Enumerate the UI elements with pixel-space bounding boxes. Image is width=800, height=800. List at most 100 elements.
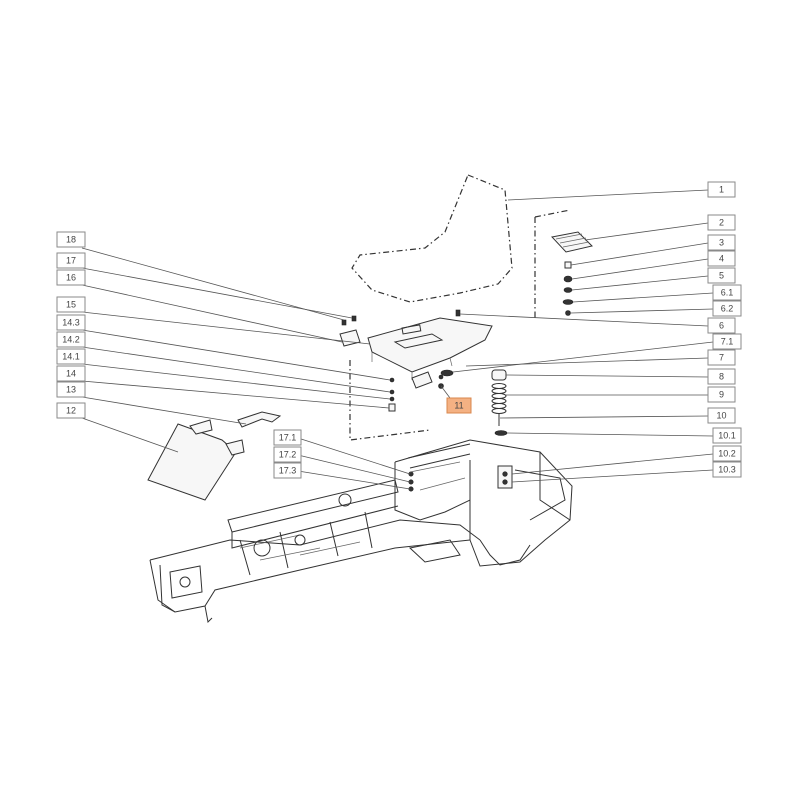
callout-text: 14.3 — [62, 317, 80, 327]
callout-text: 5 — [719, 270, 724, 280]
part-strap — [237, 411, 282, 428]
part-mud-flap-tab — [225, 439, 245, 456]
callout-label-14[interactable]: 14 — [56, 365, 86, 382]
callout-text: 7 — [719, 352, 724, 362]
callout-text: 4 — [719, 253, 724, 263]
leader-line-10-2 — [511, 453, 714, 475]
parts-illustration — [147, 174, 593, 624]
part-hinge-bracket — [339, 329, 361, 347]
callout-text: 10.3 — [718, 464, 736, 474]
part-pin — [438, 374, 444, 380]
callout-label-17-2[interactable]: 17.2 — [273, 446, 302, 463]
part-washer-small — [389, 389, 395, 395]
callout-label-10[interactable]: 10 — [707, 407, 736, 424]
part-bolt-14 — [388, 403, 396, 412]
callout-label-2[interactable]: 2 — [707, 214, 736, 231]
callout-label-6-1[interactable]: 6.1 — [712, 284, 742, 301]
callout-label-15[interactable]: 15 — [56, 296, 86, 313]
leader-line-5 — [571, 275, 709, 291]
callout-label-10-2[interactable]: 10.2 — [712, 445, 742, 462]
callout-text: 10.2 — [718, 448, 736, 458]
callout-text: 13 — [66, 384, 76, 394]
callout-label-8[interactable]: 8 — [707, 368, 736, 385]
part-seat-plate-slot — [393, 333, 444, 349]
leader-line-10-1 — [506, 432, 714, 437]
part-pivot-bracket — [411, 371, 433, 389]
callout-label-5[interactable]: 5 — [707, 267, 736, 284]
callout-label-3[interactable]: 3 — [707, 234, 736, 251]
part-chassis-frame — [149, 439, 573, 624]
callout-label-17-3[interactable]: 17.3 — [273, 462, 302, 479]
callout-label-9[interactable]: 9 — [707, 386, 736, 403]
part-bolt-top — [351, 315, 357, 322]
callout-label-6-2[interactable]: 6.2 — [712, 300, 742, 317]
leader-line-11 — [440, 385, 451, 399]
callout-label-18[interactable]: 18 — [56, 231, 86, 248]
callout-label-13[interactable]: 13 — [56, 381, 86, 398]
callout-text: 16 — [66, 272, 76, 282]
callout-text: 9 — [719, 389, 724, 399]
leader-line-4 — [571, 258, 709, 280]
callout-text: 14.1 — [62, 351, 80, 361]
part-washer-10-1 — [494, 430, 508, 436]
callout-text: 10.1 — [718, 430, 736, 440]
part-seat-plate — [367, 317, 493, 373]
leader-line-6 — [459, 313, 709, 327]
callout-label-4[interactable]: 4 — [707, 250, 736, 267]
callout-text: 11 — [454, 400, 463, 410]
callout-label-10-3[interactable]: 10.3 — [712, 461, 742, 478]
callout-label-16[interactable]: 16 — [56, 269, 86, 286]
part-mount-bolt — [502, 471, 508, 477]
part-nut — [563, 275, 573, 283]
part-spring — [491, 383, 507, 414]
callout-label-12[interactable]: 12 — [56, 402, 86, 419]
callout-text: 18 — [66, 234, 76, 244]
callout-text: 2 — [719, 217, 724, 227]
seat-outline — [351, 174, 513, 303]
leader-line-6-1 — [572, 292, 714, 303]
leader-line-3 — [570, 242, 709, 266]
callout-label-7[interactable]: 7 — [707, 349, 736, 366]
part-seat-plate-slot — [401, 324, 422, 335]
callout-text: 6.2 — [721, 303, 734, 313]
callout-label-1[interactable]: 1 — [707, 181, 736, 198]
callout-label-7-1[interactable]: 7.1 — [712, 333, 742, 350]
leader-line-10-3 — [511, 469, 714, 483]
leader-line-6-2 — [570, 308, 714, 314]
part-seat-rail — [551, 231, 593, 253]
part-spring-cap — [491, 369, 507, 381]
leader-line-7 — [465, 357, 709, 367]
leader-line-7-1 — [452, 341, 714, 373]
callout-label-6[interactable]: 6 — [707, 317, 736, 334]
leader-line-12 — [81, 417, 179, 453]
leader-line-8 — [505, 374, 709, 378]
callout-text: 1 — [719, 184, 724, 194]
callout-label-14-3[interactable]: 14.3 — [56, 314, 86, 331]
leader-line-15 — [81, 311, 371, 345]
leader-line-13 — [81, 396, 247, 425]
callout-labels: 1 2 3 4 5 6.1 6.2 6 7.1 7 8 9 10 10.1 10… — [56, 181, 742, 479]
leader-line-18 — [81, 247, 345, 321]
leader-line-16 — [81, 284, 343, 343]
callout-label-11[interactable]: 11 — [446, 397, 472, 414]
leader-line-17 — [81, 267, 353, 319]
callout-label-14-2[interactable]: 14.2 — [56, 331, 86, 348]
callout-label-10-1[interactable]: 10.1 — [712, 427, 742, 444]
part-bolt-top — [341, 319, 347, 326]
part-mud-flap — [147, 423, 237, 501]
callout-label-14-1[interactable]: 14.1 — [56, 348, 86, 365]
leader-line-14-3 — [81, 329, 391, 381]
leader-line-1 — [507, 189, 709, 201]
callout-text: 8 — [719, 371, 724, 381]
part-bolt — [564, 261, 572, 269]
part-mud-flap-tab — [189, 419, 213, 435]
callout-label-17-1[interactable]: 17.1 — [273, 429, 302, 446]
leader-line-17-1 — [297, 437, 411, 475]
part-washer-7 — [440, 369, 454, 377]
callout-text: 10 — [716, 410, 726, 420]
part-seat-rail-detail — [555, 233, 590, 248]
callout-label-17[interactable]: 17 — [56, 252, 86, 269]
leader-line-14-1 — [81, 363, 391, 400]
part-washer-small — [389, 396, 395, 402]
